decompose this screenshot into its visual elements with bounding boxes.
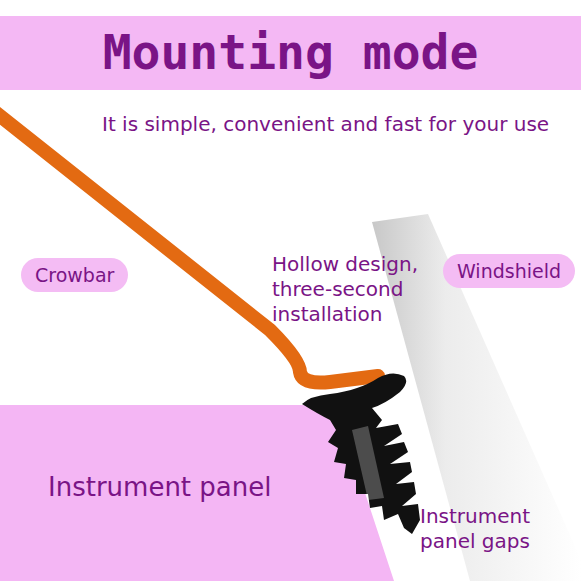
part-label: Instrument panel gaps (420, 504, 560, 554)
clip-hollow (352, 426, 384, 500)
panel-label: Instrument panel (48, 472, 271, 502)
title-text: Mounting mode (0, 20, 581, 84)
pill-text: Crowbar (35, 264, 114, 286)
instrument-panel: Instrument panel (0, 405, 581, 581)
feature-note: Hollow design, three-second installation (272, 252, 440, 327)
part-pill: Crowbar (21, 258, 128, 292)
mounting-clip (302, 373, 420, 534)
part-pill: Windshield (443, 254, 575, 288)
crowbar-tool (0, 108, 378, 383)
pill-text: Windshield (457, 260, 561, 282)
subtitle-text: It is simple, convenient and fast for yo… (102, 112, 572, 137)
